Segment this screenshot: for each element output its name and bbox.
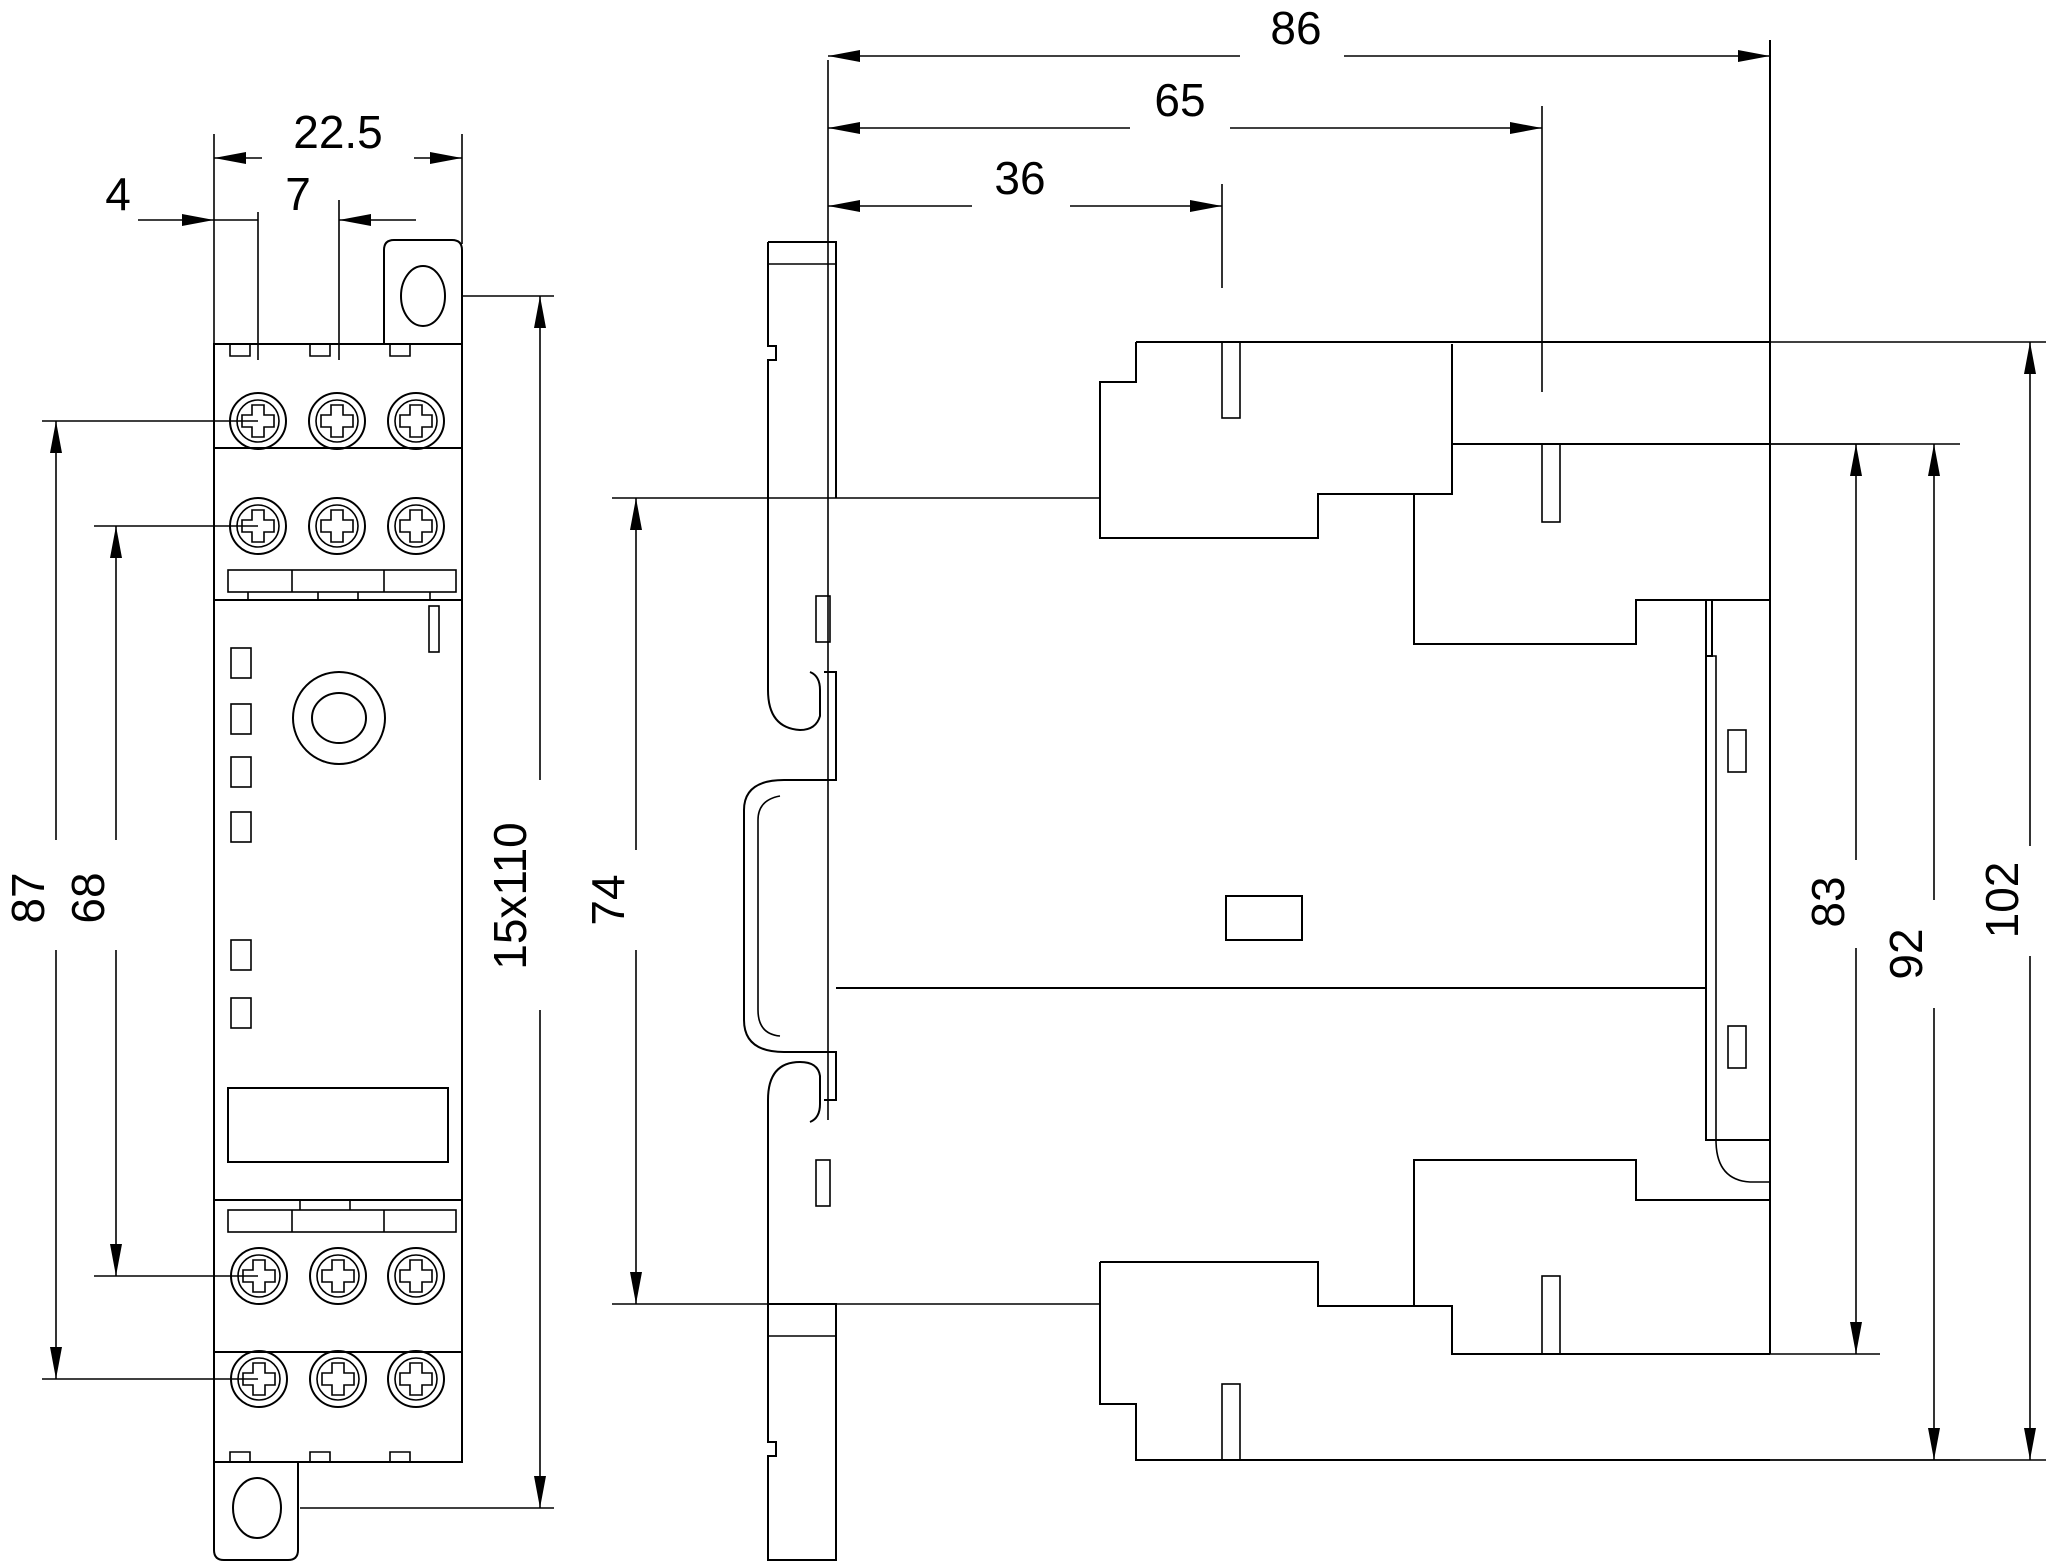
dim-label-102: 102 [1976, 862, 2028, 939]
dim-label-22-5: 22.5 [293, 106, 383, 158]
dim-side-92: 92 [1770, 443, 1960, 1461]
dim-label-4: 4 [105, 168, 131, 220]
lower-housing-outline [1099, 1261, 1770, 1461]
dim-label-36: 36 [994, 152, 1045, 204]
dim-label-15x110: 15x110 [484, 822, 536, 970]
terminal-screw-row-2 [229, 497, 445, 555]
side-view: 86 65 36 74 [582, 2, 2046, 1561]
dim-label-7: 7 [285, 168, 311, 220]
side-label-window [1225, 895, 1303, 941]
dim-label-83: 83 [1802, 876, 1854, 927]
dim-label-86: 86 [1270, 2, 1321, 54]
dim-side-65: 65 [828, 74, 1543, 392]
dim-side-74: 74 [582, 497, 1100, 1305]
top-mount-ear [383, 239, 463, 344]
dim-label-68: 68 [62, 872, 114, 923]
din-clip [743, 671, 837, 1123]
dim-label-65: 65 [1154, 74, 1205, 126]
dim-label-74: 74 [582, 874, 634, 925]
dim-label-92: 92 [1880, 928, 1932, 979]
dim-label-87: 87 [2, 872, 54, 923]
dim-side-83: 83 [1770, 443, 1880, 1355]
release-lever-outer [292, 671, 386, 765]
dim-front-height: 15x110 [300, 295, 554, 1509]
dim-front-offset: 4 [105, 168, 259, 360]
terminal-screw-row-4 [230, 1350, 445, 1408]
release-lever-inner [311, 692, 367, 744]
dim-front-68: 68 [62, 525, 258, 1277]
upper-housing-outline [1099, 341, 1770, 539]
terminal-screw-row-3 [230, 1247, 445, 1305]
rail-top [767, 241, 837, 690]
dim-side-86: 86 [828, 2, 1770, 62]
label-window [227, 1087, 449, 1163]
top-mount-hole [400, 265, 446, 327]
bottom-mount-hole [232, 1477, 282, 1539]
dim-front-87: 87 [2, 420, 258, 1380]
rail-bottom [767, 1100, 837, 1561]
terminal-screw-row-1 [229, 392, 445, 450]
dim-front-width: 22.5 [213, 106, 463, 344]
dim-front-pitch: 7 [285, 168, 416, 360]
dim-side-36: 36 [828, 152, 1223, 288]
indicator-slot [428, 605, 440, 653]
bottom-mount-ear [213, 1462, 299, 1561]
front-view: 22.5 4 7 15x110 [2, 106, 554, 1561]
dim-side-102: 102 [1770, 341, 2046, 1461]
